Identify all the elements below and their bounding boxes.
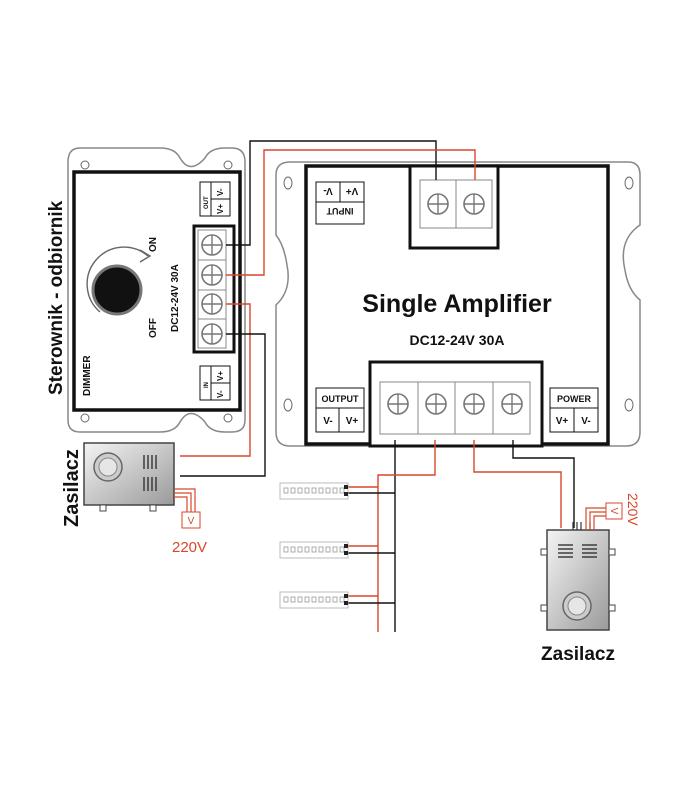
svg-text:V+: V+ — [556, 416, 569, 427]
svg-text:V+: V+ — [346, 185, 359, 196]
dimmer-in-label-box: IN V- V+ — [199, 365, 231, 401]
wire-out-negative — [226, 140, 437, 246]
wire-out-positive — [226, 149, 476, 276]
mains-volt-box-right — [605, 502, 623, 520]
dimmer-controller: ON OFF DC12-24V 30A DIMMER OUT V+ V- IN — [67, 147, 246, 433]
svg-text:OUT: OUT — [204, 196, 210, 209]
svg-text:V+: V+ — [216, 204, 225, 214]
mains-voltage-right: 220V — [625, 493, 641, 526]
dimmer-screw-2 — [201, 264, 223, 286]
psu-right: V — [540, 502, 623, 631]
svg-text:V-: V- — [216, 390, 225, 398]
amplifier-rating: DC12-24V 30A — [410, 332, 505, 348]
psu-left-caption: Zasilacz — [61, 449, 83, 527]
mains-voltage-left: 220V — [172, 539, 207, 556]
wire-power-positive — [473, 440, 562, 528]
single-amplifier: INPUT V- V+ Single Amplifier DC12-24V 30… — [275, 161, 641, 448]
amp-input-screw-1 — [427, 193, 449, 215]
amp-output-label-box: OUTPUT V- V+ — [315, 387, 365, 433]
dimmer-rating: DC12-24V 30A — [170, 264, 181, 332]
svg-text:V+: V+ — [346, 416, 359, 427]
amp-input-label-box: INPUT V- V+ — [315, 181, 365, 225]
svg-text:INPUT: INPUT — [326, 206, 354, 216]
dimmer-off-label: OFF — [148, 318, 159, 338]
svg-text:POWER: POWER — [557, 394, 592, 404]
dimmer-on-label: ON — [148, 237, 159, 252]
dimmer-screw-4 — [201, 323, 223, 345]
svg-text:IN: IN — [204, 382, 210, 388]
svg-text:OUTPUT: OUTPUT — [322, 394, 360, 404]
svg-text:V-: V- — [216, 188, 225, 196]
dimmer-brand: DIMMER — [82, 355, 93, 396]
led-strip-3 — [279, 591, 349, 609]
svg-text:V-: V- — [323, 185, 332, 196]
wire-in-negative — [180, 333, 266, 477]
amp-input-screw-2 — [463, 193, 485, 215]
amp-power-label-box: POWER V+ V- — [549, 387, 599, 433]
dimmer-knob[interactable] — [91, 264, 143, 316]
svg-text:V-: V- — [323, 416, 332, 427]
dimmer-screw-1 — [201, 234, 223, 256]
mains-volt-box-left — [181, 511, 201, 529]
amp-output-screw-3 — [463, 393, 485, 415]
amp-output-screw-1 — [387, 393, 409, 415]
amp-output-screw-4 — [501, 393, 523, 415]
led-strip-2 — [279, 541, 349, 559]
svg-text:V-: V- — [581, 416, 590, 427]
svg-text:V+: V+ — [216, 371, 225, 381]
wire-in-positive — [180, 303, 251, 457]
led-strip-1 — [279, 482, 349, 500]
amplifier-title: Single Amplifier — [362, 290, 552, 318]
wire-power-negative — [512, 440, 575, 528]
svg-text:V: V — [188, 516, 195, 527]
psu-left: V — [83, 442, 201, 529]
amp-output-screw-2 — [425, 393, 447, 415]
controller-caption: Sterownik - odbiornik — [46, 200, 67, 395]
psu-right-caption: Zasilacz — [541, 644, 615, 665]
dimmer-screw-3 — [201, 293, 223, 315]
svg-text:V: V — [608, 508, 619, 515]
dimmer-out-label-box: OUT V+ V- — [199, 181, 231, 217]
